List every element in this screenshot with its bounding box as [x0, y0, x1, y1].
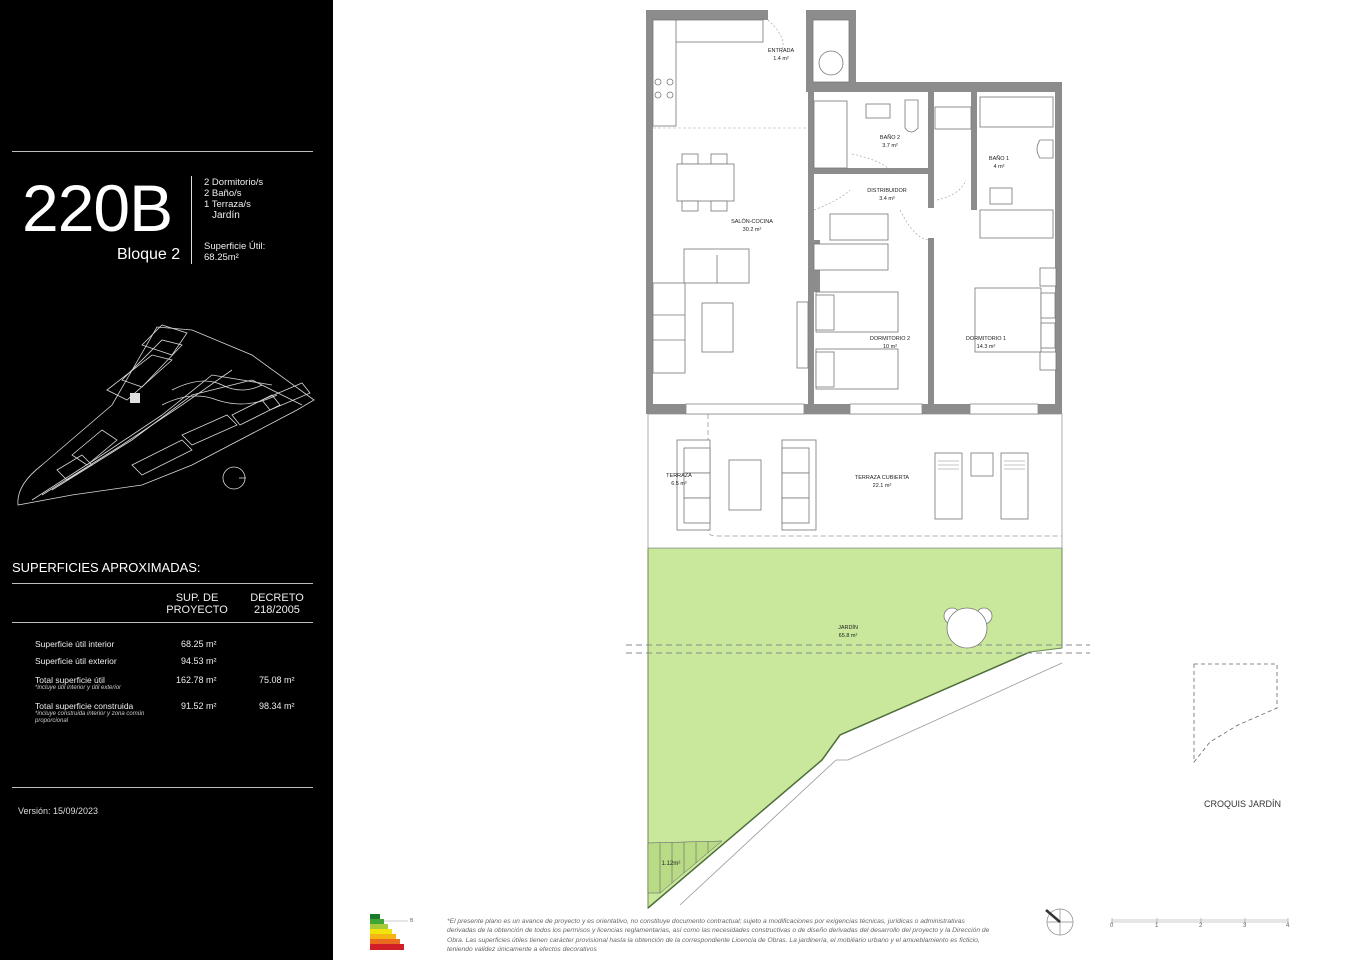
table-row-label: Total superficie construida *incluye con…: [35, 701, 145, 724]
croquis-label: CROQUIS JARDÍN: [1204, 799, 1282, 809]
divider: [12, 622, 313, 623]
divider: [191, 176, 192, 264]
table-cell-project: 68.25 m²: [181, 639, 217, 649]
table-cell-decree: 98.34 m²: [259, 701, 295, 711]
energy-rating-value: B: [410, 918, 414, 924]
scale-tick-label: 4: [1286, 923, 1290, 929]
feature-bedrooms: 2 Dormitorio/s: [204, 177, 264, 188]
scale-tick-label: 2: [1199, 923, 1203, 929]
table-row-note: *incluye construida interior y zona comú…: [35, 711, 145, 724]
energy-rating-icon: [370, 914, 408, 950]
useful-area: Superficie Útil: 68.25m²: [204, 241, 265, 263]
scale-tick-label: 3: [1243, 923, 1247, 929]
aerial-site-map: [17, 324, 315, 506]
unit-features: 2 Dormitorio/s 2 Baño/s 1 Terraza/s Jard…: [204, 177, 263, 221]
feature-garden: Jardín: [212, 210, 240, 221]
table-cell-decree: 75.08 m²: [259, 675, 295, 685]
version-label: Versión: 15/09/2023: [18, 806, 99, 816]
col-header-project: SUP. DE PROYECTO: [166, 592, 228, 616]
table-row-label: Superficie útil interior: [35, 639, 115, 649]
useful-area-label: Superficie Útil:: [204, 241, 266, 252]
disclaimer-text: *El presente plano es un avance de proye…: [447, 918, 990, 953]
table-cell-project: 162.78 m²: [176, 675, 217, 685]
unit-code: 220B: [22, 171, 173, 245]
north-arrow-icon: [1045, 908, 1074, 936]
block-label: Bloque 2: [117, 246, 181, 263]
surfaces-title: SUPERFICIES APROXIMADAS:: [12, 560, 201, 575]
divider: [12, 583, 313, 584]
col-header-decree: DECRETO 218/2005: [250, 592, 304, 616]
useful-area-value: 68.25m²: [204, 252, 239, 263]
info-sidebar: 220B Bloque 2 2 Dormitorio/s 2 Baño/s 1 …: [0, 0, 333, 960]
table-row-label: Total superficie útil *incluye útil inte…: [35, 675, 122, 691]
table-cell-project: 94.53 m²: [181, 656, 217, 666]
tree-icon: [943, 607, 993, 649]
divider: [12, 787, 313, 788]
scale-tick-label: 0: [1110, 923, 1114, 929]
scale-bar: [1111, 918, 1289, 924]
walls: [646, 10, 1062, 414]
scale-tick-label: 1: [1155, 923, 1159, 929]
croquis-garden-sketch: [1193, 663, 1278, 764]
feature-terraces: 1 Terraza/s: [204, 199, 251, 210]
feature-bathrooms: 2 Baño/s: [204, 188, 242, 199]
small-area-label: 1.12m²: [661, 861, 681, 867]
divider: [12, 151, 313, 152]
table-cell-project: 91.52 m²: [181, 701, 217, 711]
table-row-label: Superficie útil exterior: [35, 656, 117, 666]
table-row-note: *incluye útil interior y útil exterior: [35, 685, 122, 691]
